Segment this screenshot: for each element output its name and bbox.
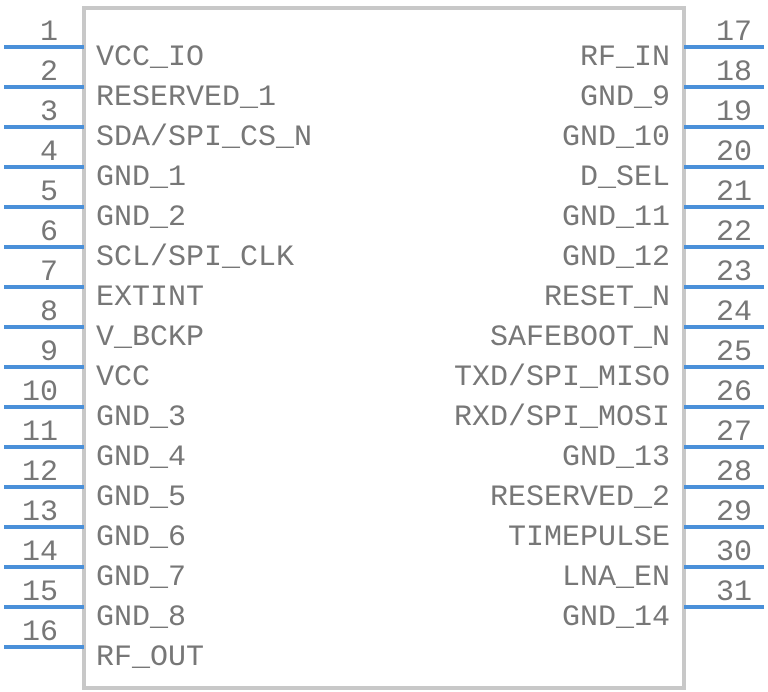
pin-number: 6 <box>40 216 58 250</box>
pin-label: TXD/SPI_MISO <box>454 361 670 395</box>
pin-label: LNA_EN <box>562 561 670 595</box>
pin-number: 23 <box>716 256 752 290</box>
pin-number: 4 <box>40 136 58 170</box>
left-pin-group: 1VCC_IO2RESERVED_13SDA/SPI_CS_N4GND_15GN… <box>4 16 312 675</box>
pin-label: D_SEL <box>580 161 670 195</box>
pin-label: GND_10 <box>562 121 670 155</box>
pin-label: VCC_IO <box>96 41 204 75</box>
component-body <box>82 6 686 690</box>
pin-label: GND_3 <box>96 401 186 435</box>
pin-number: 5 <box>40 176 58 210</box>
pin-number: 7 <box>40 256 58 290</box>
pin-number: 30 <box>716 536 752 570</box>
pin-number: 22 <box>716 216 752 250</box>
pin-label: GND_9 <box>580 81 670 115</box>
pin-label: GND_12 <box>562 241 670 275</box>
pin-number: 8 <box>40 296 58 330</box>
pin-label: RESERVED_2 <box>490 481 670 515</box>
pin-label: SCL/SPI_CLK <box>96 241 294 275</box>
pin-number: 3 <box>40 96 58 130</box>
pin-label: TIMEPULSE <box>508 521 670 555</box>
pin-label: GND_13 <box>562 441 670 475</box>
pin-label: GND_1 <box>96 161 186 195</box>
pin-label: RESET_N <box>544 281 670 315</box>
pin-number: 26 <box>716 376 752 410</box>
pin-number: 14 <box>22 536 58 570</box>
pin-number: 19 <box>716 96 752 130</box>
pin-label: RF_IN <box>580 41 670 75</box>
pin-label: GND_14 <box>562 601 670 635</box>
pin-number: 10 <box>22 376 58 410</box>
pin-label: V_BCKP <box>96 321 204 355</box>
pin-20: 20D_SEL <box>580 136 764 195</box>
pin-label: GND_7 <box>96 561 186 595</box>
pin-number: 17 <box>716 16 752 50</box>
pin-number: 16 <box>22 616 58 650</box>
pin-number: 28 <box>716 456 752 490</box>
pin-label: GND_5 <box>96 481 186 515</box>
pin-label: RF_OUT <box>96 641 204 675</box>
pin-number: 27 <box>716 416 752 450</box>
pin-label: RESERVED_1 <box>96 81 276 115</box>
pin-8: 8V_BCKP <box>4 296 204 355</box>
pin-number: 18 <box>716 56 752 90</box>
pin-number: 13 <box>22 496 58 530</box>
pin-number: 29 <box>716 496 752 530</box>
pin-label: SAFEBOOT_N <box>490 321 670 355</box>
pin-label: GND_4 <box>96 441 186 475</box>
pin-label: VCC <box>96 361 150 395</box>
pin-label: GND_8 <box>96 601 186 635</box>
pin-number: 12 <box>22 456 58 490</box>
pin-number: 2 <box>40 56 58 90</box>
pin-label: RXD/SPI_MOSI <box>454 401 670 435</box>
pin-number: 20 <box>716 136 752 170</box>
pin-number: 9 <box>40 336 58 370</box>
pin-label: SDA/SPI_CS_N <box>96 121 312 155</box>
pin-label: GND_11 <box>562 201 670 235</box>
pin-number: 11 <box>22 416 58 450</box>
pin-number: 31 <box>716 576 752 610</box>
pin-number: 24 <box>716 296 752 330</box>
pin-number: 25 <box>716 336 752 370</box>
pin-number: 15 <box>22 576 58 610</box>
pin-number: 1 <box>40 16 58 50</box>
pin-label: EXTINT <box>96 281 204 315</box>
pin-label: GND_2 <box>96 201 186 235</box>
pin-number: 21 <box>716 176 752 210</box>
pin-label: GND_6 <box>96 521 186 555</box>
